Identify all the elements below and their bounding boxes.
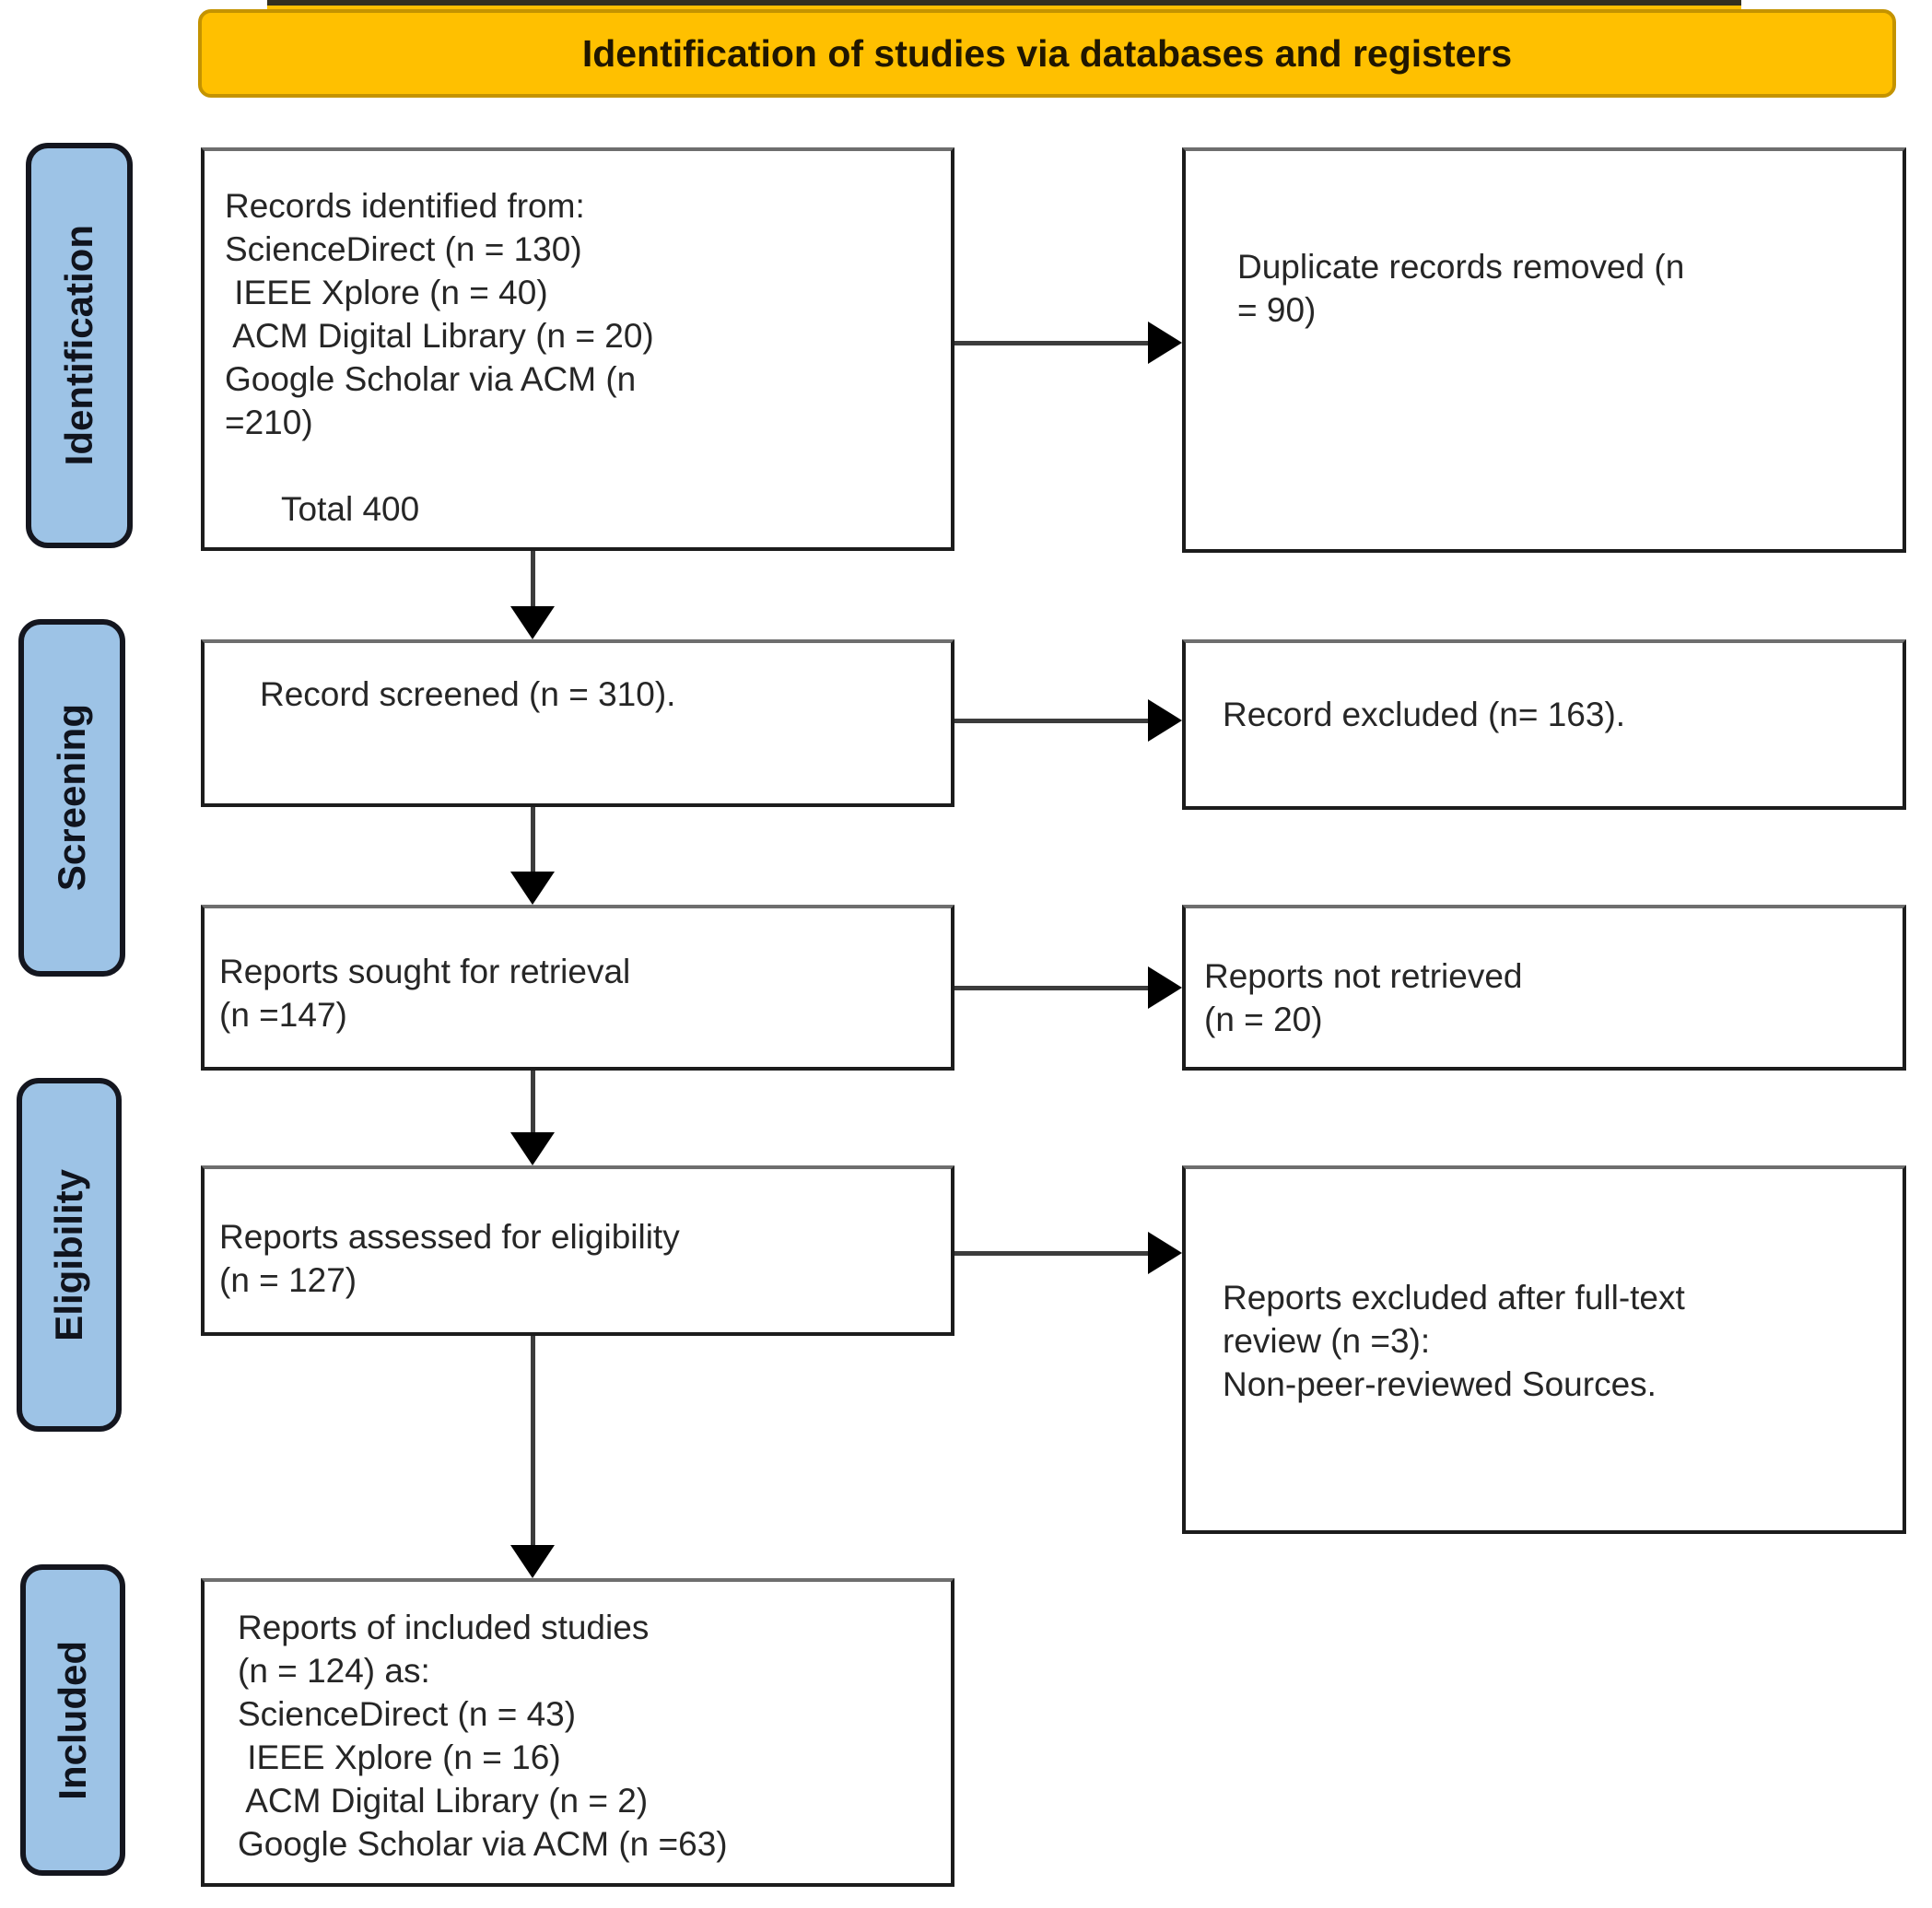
- arrow-stem: [531, 1336, 535, 1549]
- arrowhead-down-icon: [510, 872, 555, 905]
- arrowhead-right-icon: [1148, 966, 1182, 1009]
- arrow-stem: [954, 341, 1150, 345]
- arrow-stem: [531, 807, 535, 875]
- arrow-stem: [954, 1251, 1150, 1256]
- arrowhead-down-icon: [510, 606, 555, 639]
- top-crop-banner-fragment: [267, 0, 1741, 12]
- stage-label-identification: Identification: [26, 143, 133, 548]
- box-reports-assessed: Reports assessed for eligibility (n = 12…: [201, 1165, 954, 1336]
- arrow-stem: [531, 551, 535, 610]
- box-reports-sought: Reports sought for retrieval (n =147): [201, 905, 954, 1071]
- arrow-stem: [531, 1071, 535, 1136]
- stage-label-included: Included: [20, 1564, 125, 1876]
- diagram-title: Identification of studies via databases …: [581, 31, 1513, 75]
- arrowhead-right-icon: [1148, 699, 1182, 742]
- stage-label-eligibility: Eligibility: [17, 1078, 122, 1432]
- box-records-identified: Records identified from: ScienceDirect (…: [201, 147, 954, 551]
- arrow-stem: [954, 986, 1150, 990]
- stage-label-screening: Screening: [18, 619, 125, 977]
- box-included-studies: Reports of included studies (n = 124) as…: [201, 1578, 954, 1887]
- arrow-stem: [954, 719, 1150, 723]
- box-reports-not-retrieved: Reports not retrieved (n = 20): [1182, 905, 1906, 1071]
- box-duplicates-removed: Duplicate records removed (n = 90): [1182, 147, 1906, 553]
- arrowhead-down-icon: [510, 1545, 555, 1578]
- diagram-title-banner: Identification of studies via databases …: [198, 9, 1896, 98]
- arrowhead-down-icon: [510, 1132, 555, 1165]
- box-records-excluded: Record excluded (n= 163).: [1182, 639, 1906, 810]
- arrowhead-right-icon: [1148, 322, 1182, 364]
- box-records-screened: Record screened (n = 310).: [201, 639, 954, 807]
- arrowhead-right-icon: [1148, 1232, 1182, 1274]
- box-reports-excluded-fulltext: Reports excluded after full-text review …: [1182, 1165, 1906, 1534]
